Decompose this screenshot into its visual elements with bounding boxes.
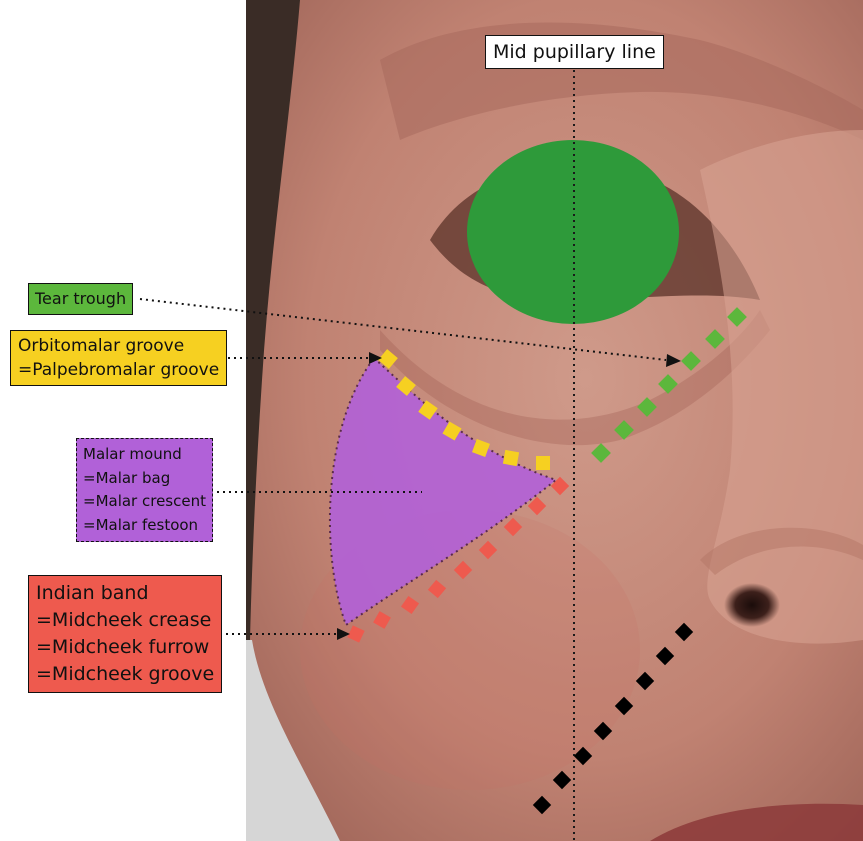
mid-pupillary-label: Mid pupillary line bbox=[485, 35, 664, 69]
nasolabial-line-dot bbox=[635, 671, 655, 691]
tear-trough-dot bbox=[658, 374, 678, 394]
malar-mound-region bbox=[328, 356, 559, 627]
tear-trough-dot bbox=[705, 329, 725, 349]
tear-trough-label: Tear trough bbox=[28, 283, 134, 315]
indian-band-dot bbox=[347, 625, 365, 643]
orbitomalar-groove-dot bbox=[472, 439, 490, 457]
tear-trough-text: Tear trough bbox=[35, 289, 127, 308]
nasolabial-line-dot bbox=[552, 770, 572, 790]
tear-trough-leader bbox=[139, 298, 667, 361]
tear-trough-arrowhead bbox=[666, 354, 681, 367]
mid-pupillary-text: Mid pupillary line bbox=[493, 41, 656, 63]
malar-mound-label: Malar mound =Malar bag =Malar crescent =… bbox=[76, 438, 213, 542]
tear-trough-dot bbox=[681, 351, 701, 371]
indian-band-dot bbox=[373, 611, 391, 629]
orbitomalar-text-line-1: Orbitomalar groove bbox=[18, 336, 185, 356]
orbitomalar-text-line-2: =Palpebromalar groove bbox=[18, 360, 220, 380]
indian-band-dot bbox=[400, 595, 420, 615]
nasolabial-line-dot bbox=[655, 646, 675, 666]
orbitomalar-groove-label: Orbitomalar groove =Palpebromalar groove bbox=[10, 330, 228, 386]
indian-band-text-line-3: =Midcheek furrow bbox=[36, 636, 210, 658]
indian-band-dot bbox=[427, 579, 447, 599]
tear-trough-dot bbox=[591, 443, 611, 463]
orbitomalar-groove-dot bbox=[536, 456, 550, 470]
tear-trough-dot bbox=[727, 307, 747, 327]
orbitomalar-groove-dot bbox=[418, 400, 438, 420]
indian-band-text-line-4: =Midcheek groove bbox=[36, 663, 215, 685]
tear-trough-dot bbox=[637, 397, 657, 417]
orbitomalar-groove-dot bbox=[502, 449, 520, 467]
indian-band-text-line-1: Indian band bbox=[36, 582, 149, 604]
nasolabial-line-dot bbox=[573, 746, 593, 766]
nasolabial-line-dot bbox=[532, 795, 552, 815]
nasolabial-line-dot bbox=[614, 696, 634, 716]
malar-mound-text-line-3: =Malar crescent bbox=[83, 492, 206, 510]
indian-band-arrowhead bbox=[337, 628, 350, 640]
nasolabial-line-dot bbox=[593, 721, 613, 741]
malar-mound-text-line-1: Malar mound bbox=[83, 445, 182, 463]
indian-band-dot bbox=[527, 496, 547, 516]
indian-band-dot bbox=[453, 560, 473, 580]
nasolabial-line-dot bbox=[674, 622, 694, 642]
indian-band-label: Indian band =Midcheek crease =Midcheek f… bbox=[28, 575, 223, 693]
face-photo bbox=[246, 0, 863, 841]
orbitomalar-groove-dot bbox=[442, 421, 462, 441]
malar-mound-text-line-4: =Malar festoon bbox=[83, 515, 199, 534]
malar-mound-text-line-2: =Malar bag bbox=[83, 468, 171, 487]
indian-band-dot bbox=[550, 476, 570, 496]
tear-trough-dot bbox=[614, 420, 634, 440]
indian-band-dot bbox=[503, 517, 523, 537]
indian-band-dot bbox=[478, 540, 498, 560]
indian-band-text-line-2: =Midcheek crease bbox=[36, 609, 212, 631]
orbitomalar-groove-dot bbox=[378, 349, 398, 369]
orbitomalar-groove-dot bbox=[396, 376, 416, 396]
orbitomalar-arrowhead bbox=[369, 352, 382, 364]
